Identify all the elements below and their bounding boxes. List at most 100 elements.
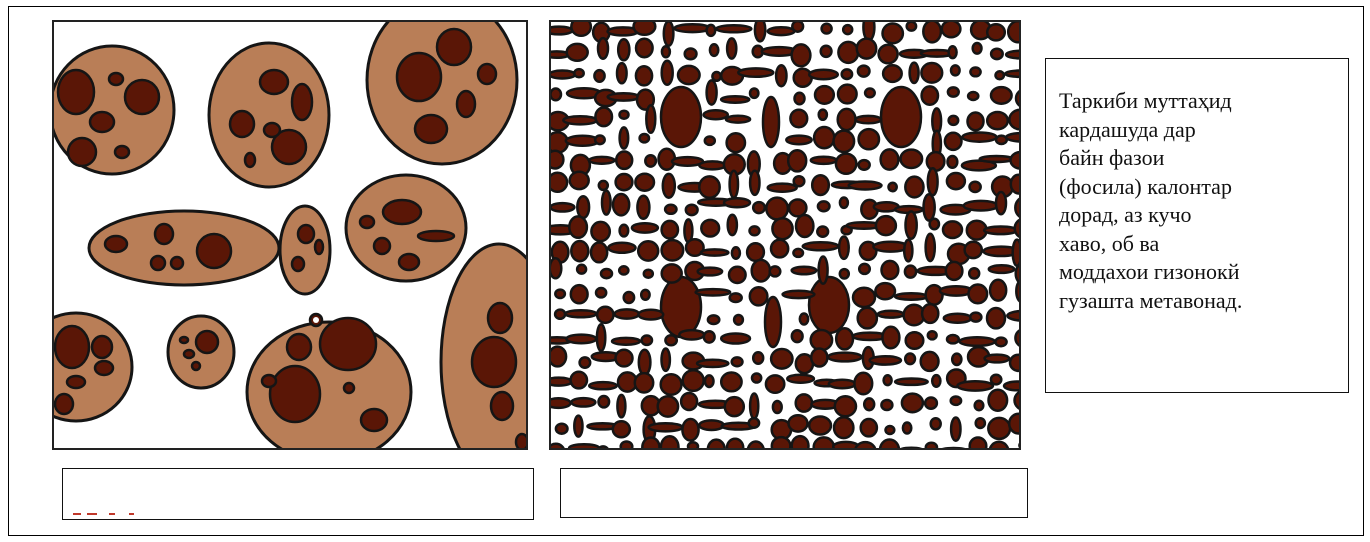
particle xyxy=(881,149,899,169)
particle xyxy=(184,350,194,358)
particle xyxy=(809,277,849,333)
particle xyxy=(947,335,959,343)
particle xyxy=(599,181,608,190)
particle xyxy=(701,220,719,237)
particle xyxy=(803,242,839,250)
particle xyxy=(921,63,942,83)
particle xyxy=(818,201,830,211)
particle xyxy=(230,111,254,137)
particle xyxy=(996,71,1004,79)
particle xyxy=(771,349,792,369)
particle xyxy=(571,241,588,261)
particle xyxy=(649,423,683,431)
particle xyxy=(766,198,788,220)
particle xyxy=(707,25,716,36)
particle xyxy=(755,22,765,41)
particle xyxy=(786,136,811,145)
particle xyxy=(747,243,764,261)
particle xyxy=(788,150,806,171)
particle xyxy=(809,70,838,79)
particle xyxy=(773,401,782,413)
description-line: Таркиби муттаҳид xyxy=(1059,87,1338,116)
particle xyxy=(551,151,563,169)
particle xyxy=(616,350,633,367)
particle xyxy=(591,243,607,263)
particle xyxy=(792,44,811,66)
particle xyxy=(969,268,979,278)
particle xyxy=(905,177,923,198)
particle xyxy=(988,418,1010,439)
particle xyxy=(708,315,719,324)
particle xyxy=(870,356,901,364)
particle xyxy=(360,216,374,228)
particle xyxy=(819,257,828,284)
particle xyxy=(921,352,939,371)
particle xyxy=(683,370,704,391)
particle xyxy=(701,249,729,255)
particle xyxy=(665,205,676,214)
particle xyxy=(725,397,744,416)
particle xyxy=(551,398,571,408)
particle xyxy=(883,65,902,82)
particle xyxy=(617,63,627,83)
particle xyxy=(772,437,791,450)
particle xyxy=(555,310,565,319)
particle xyxy=(658,396,678,416)
caption-box-right xyxy=(560,468,1028,518)
particle xyxy=(881,400,892,410)
particle xyxy=(835,396,856,416)
soil-aggregate xyxy=(209,43,329,187)
particle xyxy=(880,440,899,451)
particle xyxy=(697,360,728,367)
particle xyxy=(721,373,741,392)
particle xyxy=(789,200,806,217)
particle xyxy=(563,116,597,124)
particle xyxy=(970,68,980,77)
particle xyxy=(951,397,961,405)
particle xyxy=(595,136,605,145)
particle xyxy=(792,267,817,274)
particle xyxy=(752,260,770,282)
particle xyxy=(397,53,441,101)
particle xyxy=(973,43,982,54)
particle xyxy=(155,224,173,244)
particle xyxy=(901,150,923,168)
particle xyxy=(839,237,849,259)
particle xyxy=(620,225,629,237)
particle xyxy=(1007,311,1021,321)
caption-box-left xyxy=(62,468,534,520)
particle xyxy=(927,152,945,171)
particle xyxy=(753,352,763,363)
dispersed-soil-panel xyxy=(549,20,1021,450)
particle xyxy=(1004,382,1021,391)
particle xyxy=(664,22,674,46)
particle xyxy=(644,270,653,278)
particle xyxy=(577,196,589,218)
particle xyxy=(571,22,591,36)
particle xyxy=(1006,51,1021,59)
particle xyxy=(726,116,750,123)
particle xyxy=(727,133,745,152)
particle xyxy=(1011,175,1021,194)
particle xyxy=(975,401,984,410)
particle xyxy=(931,418,941,429)
particle xyxy=(601,269,612,278)
particle xyxy=(838,109,856,130)
particle xyxy=(613,194,629,215)
particle xyxy=(859,129,879,149)
particle xyxy=(962,133,996,142)
particle xyxy=(897,448,925,450)
particle xyxy=(636,39,653,57)
particle xyxy=(817,227,828,237)
particle xyxy=(793,249,803,257)
particle xyxy=(789,415,808,431)
particle xyxy=(551,347,566,367)
particle xyxy=(814,437,834,450)
description-line: гузашта метавонад. xyxy=(1059,287,1338,316)
particle xyxy=(903,423,911,434)
particle xyxy=(418,231,454,241)
particle xyxy=(566,335,596,344)
particle xyxy=(853,288,875,307)
particle xyxy=(1006,133,1021,142)
particle xyxy=(635,373,653,392)
